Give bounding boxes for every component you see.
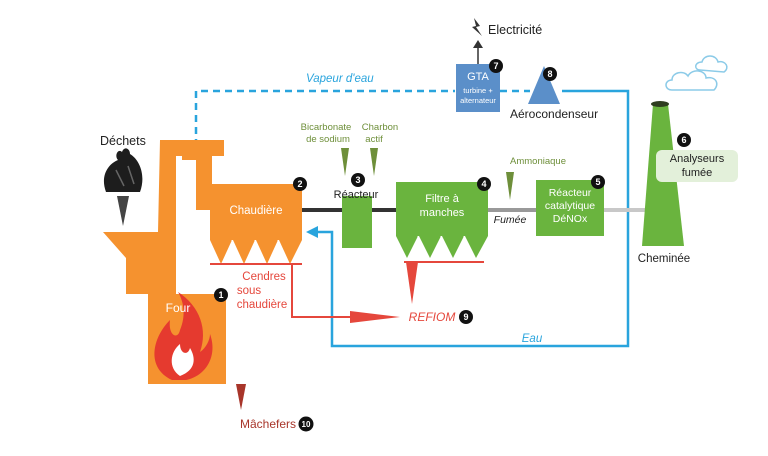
badge-four: 1 <box>218 290 223 300</box>
badge-denox: 5 <box>595 177 600 187</box>
trash-bag-icon <box>103 148 143 192</box>
four-label: Four <box>166 301 191 315</box>
gta-sub1: turbine + <box>463 86 493 95</box>
ammoniaque-arrow <box>506 172 514 200</box>
cendres-label-2: sous <box>237 285 262 297</box>
denox-label-2: catalytique <box>545 200 595 212</box>
boiler-hoppers <box>210 240 302 264</box>
badge-machefers: 10 <box>302 420 311 429</box>
denox-body <box>536 180 604 236</box>
cendres-label-3: chaudière <box>237 299 288 311</box>
boiler-body <box>210 184 302 240</box>
cheminee-label: Cheminée <box>638 253 690 265</box>
ammoniaque-label: Ammoniaque <box>510 156 566 167</box>
lightning-icon <box>472 18 482 36</box>
water-line <box>316 89 630 348</box>
charbon-label-2: actif <box>365 134 383 145</box>
bicarbonate-label-2: de sodium <box>306 134 350 145</box>
flame-icon <box>154 292 213 380</box>
bicarbonate-arrow <box>341 148 349 176</box>
reactor-body <box>342 196 372 248</box>
gta-title: GTA <box>467 71 489 83</box>
refiom-label: REFIOM <box>409 310 456 324</box>
badges <box>214 59 691 432</box>
filter-body <box>396 182 488 236</box>
reacteur-label: Réacteur <box>334 189 379 201</box>
chimney-top <box>651 101 669 107</box>
badge-filtre: 4 <box>481 179 486 189</box>
badge-chaudiere: 2 <box>297 179 302 189</box>
denox-label-1: Réacteur <box>549 187 592 199</box>
dechets-label: Déchets <box>100 134 146 148</box>
filter-hopper-lines <box>417 236 465 242</box>
bicarbonate-label-1: Bicarbonate <box>301 122 352 133</box>
machefers-label: Mâchefers <box>240 417 296 431</box>
water-arrowhead <box>306 226 318 238</box>
analyseurs-box <box>656 150 738 182</box>
steam-line <box>194 89 455 146</box>
charbon-arrow <box>370 148 378 176</box>
ash-line <box>212 263 370 318</box>
badge-analyseurs: 6 <box>681 135 686 145</box>
aerocondenseur-label: Aérocondenseur <box>510 107 598 121</box>
filtre-label-1: Filtre à <box>425 193 460 205</box>
filter-ash-arrow <box>406 262 418 304</box>
electricite-label: Electricité <box>488 23 542 37</box>
eau-label: Eau <box>522 333 543 345</box>
boiler-duct <box>182 140 212 210</box>
filtre-label-2: manches <box>420 207 465 219</box>
badge-gta: 7 <box>493 61 498 71</box>
ash-arrowhead <box>350 311 400 323</box>
filter-hoppers <box>396 236 488 258</box>
waste-arrow <box>117 196 129 226</box>
boiler-hopper-lines <box>231 240 279 246</box>
gta-sub2: alternateur <box>460 96 496 105</box>
badge-refiom: 9 <box>463 312 468 322</box>
charbon-label-1: Charbon <box>362 122 398 133</box>
badge-reacteur: 3 <box>355 175 360 185</box>
vapeur-label: Vapeur d'eau <box>306 73 374 85</box>
analyseurs-label-2: fumée <box>682 167 713 179</box>
cendres-label-1: Cendres <box>242 271 286 283</box>
badge-aerocondenseur: 8 <box>547 69 552 79</box>
aerocondenseur-icon <box>528 66 560 104</box>
analyseurs-label-1: Analyseurs <box>670 153 725 165</box>
denox-label-3: DéNOx <box>553 213 588 225</box>
chaudiere-label: Chaudière <box>229 205 282 217</box>
electricity-arrowhead <box>473 40 483 48</box>
machefers-arrow <box>236 384 246 410</box>
smoke-cloud-icon <box>665 55 728 91</box>
fumee-label: Fumée <box>494 214 527 226</box>
